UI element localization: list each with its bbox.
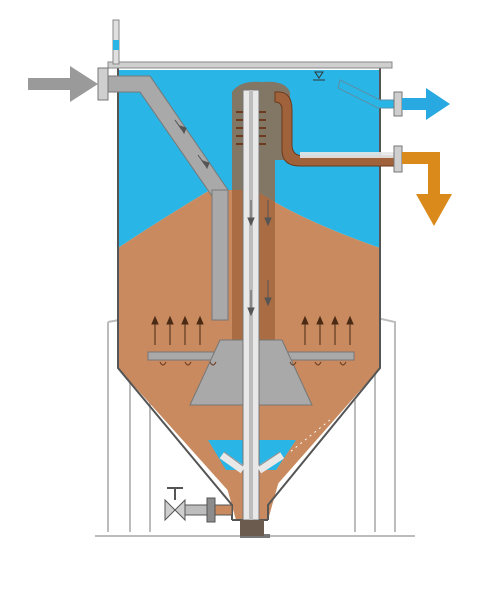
- bottom-outlet: [240, 520, 264, 536]
- right-upflow-arrows: [301, 315, 354, 345]
- arm-nozzles: [159, 361, 347, 366]
- riser-coils: [236, 111, 266, 145]
- drain-valve-icon: [164, 487, 233, 523]
- sludge-outlet-pipe-light: [300, 152, 394, 158]
- tank-rim: [107, 61, 393, 69]
- left-upflow-arrows: [151, 315, 204, 345]
- inlet-flow-arrows: [174, 119, 210, 170]
- water-level-triangle-down-icon: [314, 71, 324, 79]
- hopper-scrapers: [219, 451, 285, 474]
- vent-indicator: [113, 40, 119, 50]
- sludge-out-arrow-icon: [402, 152, 452, 226]
- return-flow-dots: [289, 419, 331, 453]
- water-outlet-flange: [393, 91, 403, 117]
- cone-deflector: [189, 339, 244, 406]
- cone-deflector-right: [258, 339, 313, 406]
- inlet-arrow-icon: [28, 66, 98, 102]
- hopper-scrapers-outline: [223, 451, 281, 467]
- inlet-downcomer: [211, 189, 229, 321]
- shaft-downflow-arrows: [247, 200, 272, 317]
- water-out-arrow-icon: [402, 88, 450, 120]
- sludge-outlet-flange: [393, 145, 403, 173]
- inlet-flange: [97, 67, 109, 101]
